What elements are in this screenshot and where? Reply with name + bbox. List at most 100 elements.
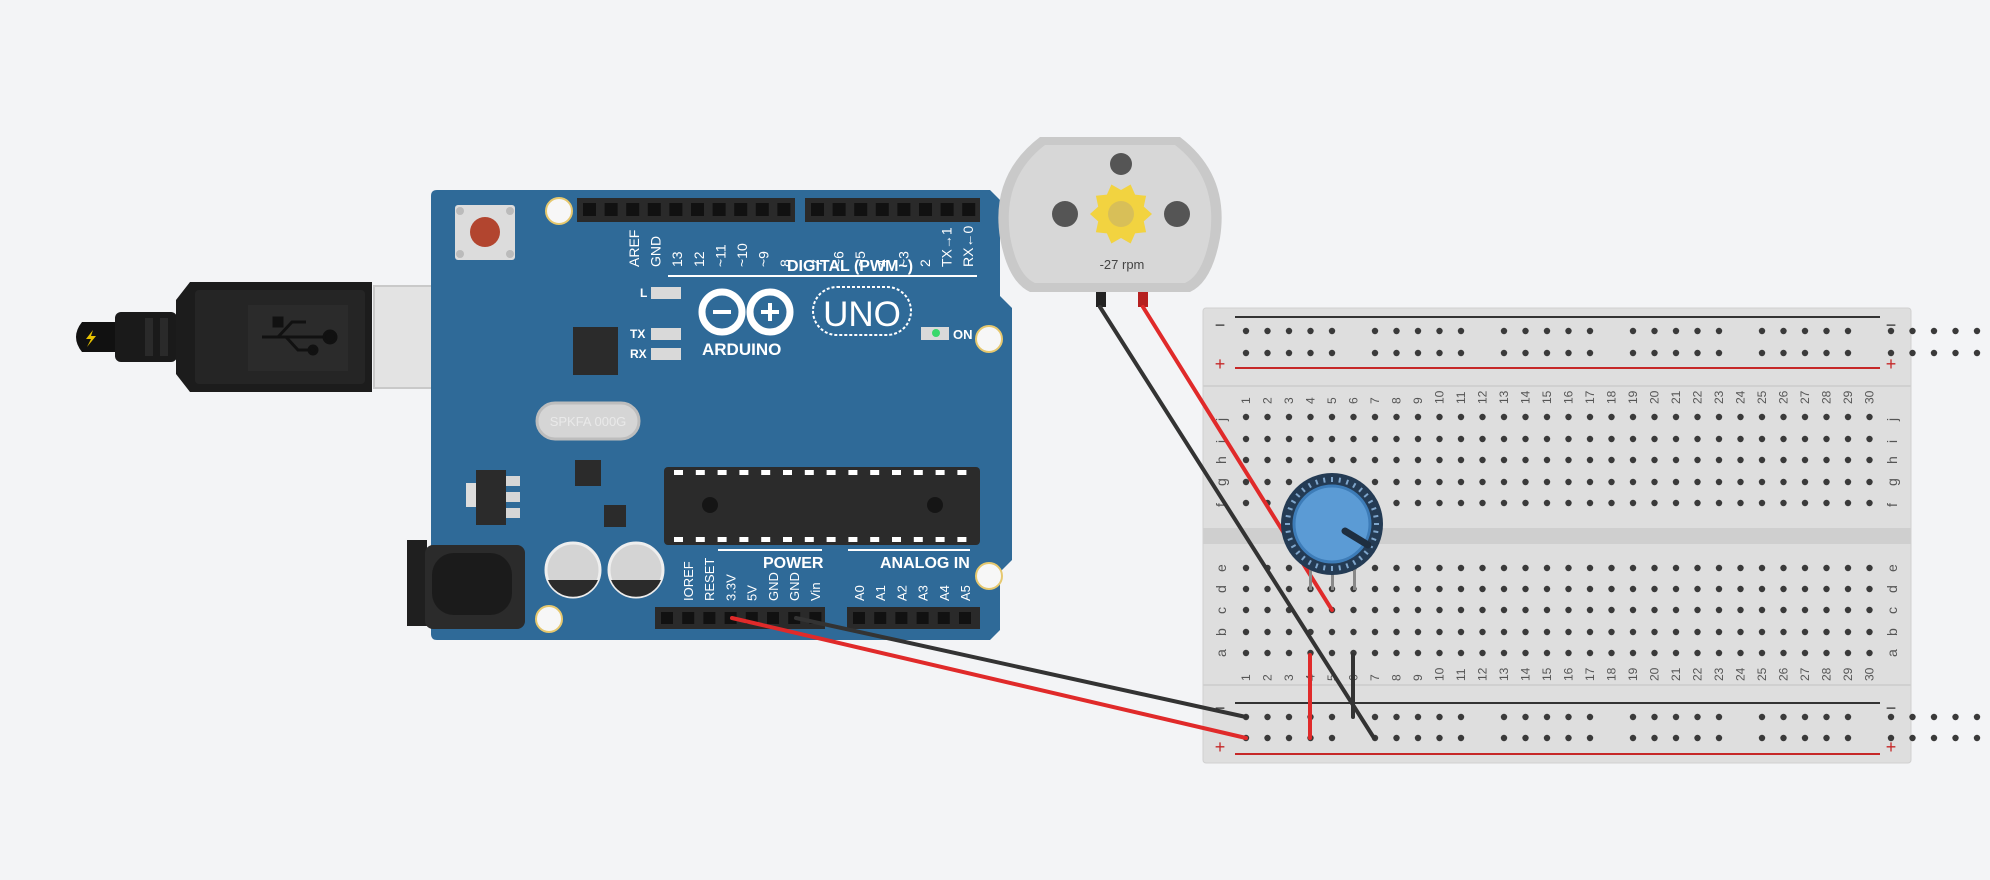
breadboard-hole[interactable] — [1586, 564, 1594, 572]
breadboard-hole[interactable] — [1758, 585, 1766, 593]
header-socket[interactable] — [682, 612, 695, 624]
breadboard-hole[interactable] — [1264, 734, 1271, 742]
breadboard-hole[interactable] — [1887, 713, 1895, 721]
breadboard-hole[interactable] — [1543, 585, 1551, 593]
breadboard-hole[interactable] — [1629, 585, 1637, 593]
breadboard-hole[interactable] — [1457, 585, 1465, 593]
breadboard-hole[interactable] — [1522, 713, 1529, 721]
breadboard-hole[interactable] — [1694, 713, 1701, 721]
breadboard-hole[interactable] — [1694, 606, 1701, 614]
breadboard-hole[interactable] — [1823, 435, 1830, 443]
breadboard-hole[interactable] — [1780, 713, 1787, 721]
header-socket[interactable] — [777, 203, 791, 216]
breadboard-hole[interactable] — [1715, 435, 1723, 443]
breadboard-hole[interactable] — [1285, 585, 1293, 593]
breadboard-hole[interactable] — [1414, 606, 1422, 614]
breadboard-hole[interactable] — [1629, 478, 1637, 486]
breadboard-hole[interactable] — [1780, 564, 1787, 572]
breadboard-hole[interactable] — [1672, 713, 1680, 721]
header-socket[interactable] — [937, 612, 950, 624]
breadboard-hole[interactable] — [1608, 585, 1615, 593]
breadboard-hole[interactable] — [1457, 734, 1465, 742]
header-socket[interactable] — [703, 612, 716, 624]
breadboard-hole[interactable] — [1844, 734, 1852, 742]
breadboard-hole[interactable] — [1414, 499, 1422, 507]
breadboard-hole[interactable] — [1543, 435, 1551, 443]
header-socket[interactable] — [811, 203, 824, 216]
breadboard-hole[interactable] — [1242, 435, 1250, 443]
breadboard-hole[interactable] — [1672, 649, 1680, 657]
breadboard-hole[interactable] — [1371, 327, 1379, 335]
breadboard-hole[interactable] — [1608, 456, 1615, 464]
breadboard-hole[interactable] — [1672, 734, 1680, 742]
breadboard-hole[interactable] — [1737, 435, 1744, 443]
breadboard-hole[interactable] — [1715, 327, 1723, 335]
breadboard-hole[interactable] — [1565, 327, 1572, 335]
breadboard-hole[interactable] — [1242, 456, 1250, 464]
breadboard-hole[interactable] — [1866, 649, 1873, 657]
breadboard-hole[interactable] — [1737, 413, 1744, 421]
breadboard-hole[interactable] — [1436, 713, 1443, 721]
breadboard-hole[interactable] — [1844, 585, 1852, 593]
breadboard-hole[interactable] — [1780, 499, 1787, 507]
breadboard-hole[interactable] — [1801, 435, 1809, 443]
breadboard-hole[interactable] — [1758, 734, 1766, 742]
breadboard-hole[interactable] — [1758, 435, 1766, 443]
breadboard-hole[interactable] — [1543, 564, 1551, 572]
breadboard-hole[interactable] — [1264, 606, 1271, 614]
breadboard-hole[interactable] — [1823, 499, 1830, 507]
breadboard-hole[interactable] — [1393, 327, 1400, 335]
breadboard-hole[interactable] — [1436, 649, 1443, 657]
breadboard-hole[interactable] — [1780, 327, 1787, 335]
breadboard-hole[interactable] — [1651, 564, 1658, 572]
breadboard-hole[interactable] — [1608, 628, 1615, 636]
breadboard-hole[interactable] — [1758, 413, 1766, 421]
breadboard-hole[interactable] — [1672, 456, 1680, 464]
breadboard-hole[interactable] — [1694, 585, 1701, 593]
breadboard-hole[interactable] — [1801, 713, 1809, 721]
breadboard-hole[interactable] — [1758, 628, 1766, 636]
breadboard-hole[interactable] — [1500, 327, 1508, 335]
breadboard-hole[interactable] — [1651, 435, 1658, 443]
breadboard-hole[interactable] — [1479, 478, 1486, 486]
breadboard-hole[interactable] — [1608, 435, 1615, 443]
breadboard-hole[interactable] — [1801, 734, 1809, 742]
breadboard-hole[interactable] — [1758, 478, 1766, 486]
breadboard-hole[interactable] — [1758, 606, 1766, 614]
breadboard-hole[interactable] — [1371, 456, 1379, 464]
breadboard-hole[interactable] — [1543, 478, 1551, 486]
breadboard-hole[interactable] — [1586, 478, 1594, 486]
header-socket[interactable] — [875, 203, 889, 216]
breadboard-hole[interactable] — [1672, 413, 1680, 421]
breadboard-hole[interactable] — [1371, 628, 1379, 636]
breadboard-hole[interactable] — [1543, 327, 1551, 335]
header-socket[interactable] — [940, 203, 954, 216]
breadboard-hole[interactable] — [1285, 456, 1293, 464]
breadboard-hole[interactable] — [1522, 435, 1529, 443]
header-socket[interactable] — [734, 203, 748, 216]
breadboard-hole[interactable] — [1715, 564, 1723, 572]
header-socket[interactable] — [626, 203, 640, 216]
breadboard-hole[interactable] — [1629, 628, 1637, 636]
breadboard-hole[interactable] — [1522, 564, 1529, 572]
breadboard-hole[interactable] — [1242, 585, 1250, 593]
breadboard-hole[interactable] — [1522, 499, 1529, 507]
breadboard-hole[interactable] — [1307, 606, 1314, 614]
breadboard-hole[interactable] — [1436, 499, 1443, 507]
breadboard-hole[interactable] — [1264, 349, 1271, 357]
breadboard-hole[interactable] — [1457, 606, 1465, 614]
breadboard-hole[interactable] — [1393, 349, 1400, 357]
breadboard-hole[interactable] — [1414, 585, 1422, 593]
breadboard-hole[interactable] — [1307, 456, 1314, 464]
breadboard-hole[interactable] — [1414, 564, 1422, 572]
breadboard-hole[interactable] — [1866, 435, 1873, 443]
breadboard-hole[interactable] — [1371, 413, 1379, 421]
breadboard-hole[interactable] — [1522, 349, 1529, 357]
header-socket[interactable] — [661, 612, 673, 624]
breadboard-hole[interactable] — [1264, 456, 1271, 464]
breadboard-hole[interactable] — [1952, 734, 1959, 742]
breadboard-hole[interactable] — [1500, 478, 1508, 486]
motor-terminal-negative[interactable] — [1096, 292, 1106, 307]
breadboard-hole[interactable] — [1780, 349, 1787, 357]
breadboard-hole[interactable] — [1264, 413, 1271, 421]
